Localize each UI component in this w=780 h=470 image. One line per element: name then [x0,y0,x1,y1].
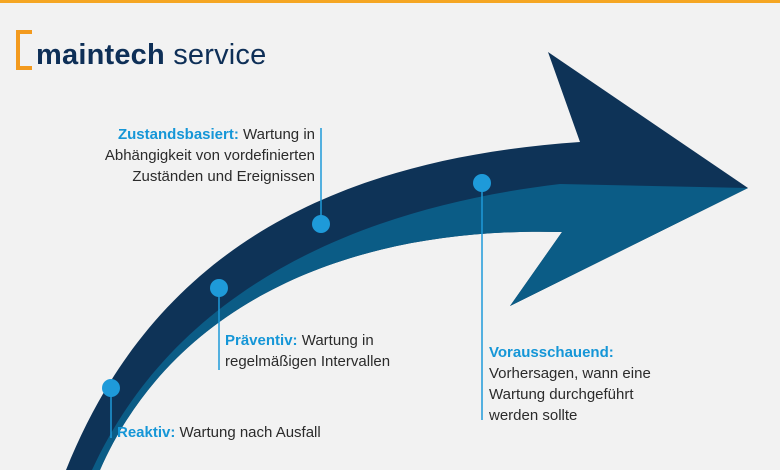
stage-label-zustandsbasiert: Zustandsbasiert: Wartung in Abhängigkeit… [60,124,315,187]
logo-text: maintech service [36,38,266,72]
stage-dot-praeventiv [210,279,228,297]
top-accent-bar [0,0,780,3]
stage-label-vorausschauend: Vorausschauend: Vorhersagen, wann eine W… [489,342,664,426]
stage-dot-zustandsbasiert [312,215,330,233]
stage-title: Zustandsbasiert: [117,126,239,143]
stage-description: Vorhersagen, wann eine Wartung durchgefü… [489,365,651,424]
stage-label-praeventiv: Präventiv: Wartung in regelmäßigen Inter… [225,330,425,372]
stage-title: Reaktiv: [117,424,176,441]
stage-dot-vorausschauend [473,174,491,192]
stage-description: Wartung in Abhängigkeit von vordefiniert… [104,126,315,185]
stage-title: Präventiv: [225,332,298,349]
stage-dot-reaktiv [102,379,120,397]
brand-logo: maintech service [16,30,316,80]
logo-name-strong: maintech [36,39,165,71]
stage-label-reaktiv: Reaktiv: Wartung nach Ausfall [117,422,377,443]
arrow-body-dark [66,52,748,470]
logo-bracket-icon [16,30,32,70]
stage-description: Wartung in regelmäßigen Intervallen [225,332,391,370]
stage-title: Vorausschauend: [489,344,614,361]
logo-name-light: service [173,39,267,71]
stage-description: Wartung nach Ausfall [179,424,321,441]
arrow-band-light [92,184,748,470]
